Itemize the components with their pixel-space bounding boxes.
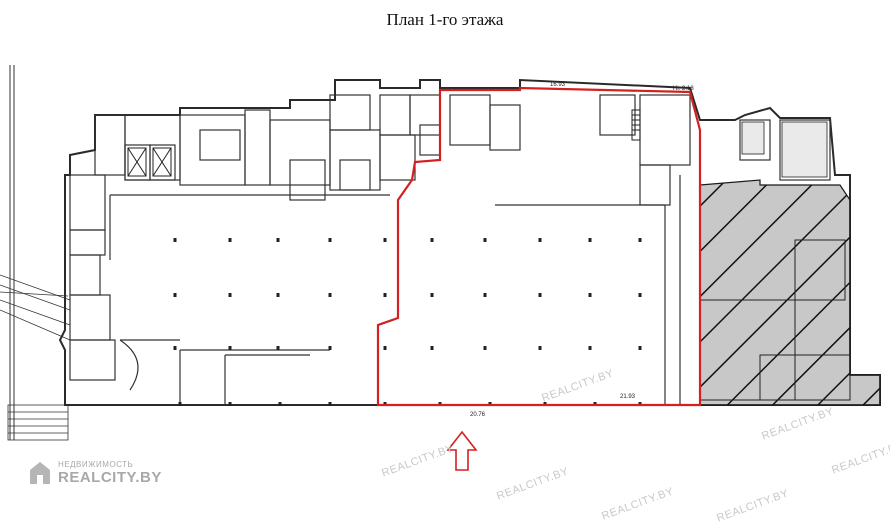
highlighted-rental-area [376,86,702,407]
column-mark [588,346,592,350]
column-mark [588,293,592,297]
column-mark [383,293,387,297]
column-mark [430,238,434,242]
column-mark [328,346,332,350]
column-grid [173,238,642,406]
column-mark [638,293,642,297]
column-mark [483,346,487,350]
column-mark [538,238,542,242]
column-mark [276,238,280,242]
column-mark [228,402,232,406]
column-mark [328,402,332,406]
column-mark [328,293,332,297]
column-mark [483,293,487,297]
column-mark [276,293,280,297]
realcity-logo: НЕДВИЖИМОСТЬ REALCITY.BY [28,460,162,486]
arrow-up-outline-icon [446,430,478,471]
column-mark [173,238,177,242]
hall-walls [109,175,681,405]
upper-rooms [69,94,831,381]
column-mark [538,293,542,297]
column-mark [383,238,387,242]
column-mark [228,346,232,350]
dimension-top: 16.93 [550,82,566,88]
dimension-right: 21.93 [620,394,636,400]
column-mark [483,238,487,242]
column-mark [278,402,282,406]
column-mark [638,346,642,350]
logo-subtitle: НЕДВИЖИМОСТЬ [58,460,134,469]
dimension-corner: Hi: 2.18 [673,86,694,92]
column-mark [178,402,182,406]
column-mark [228,293,232,297]
excluded-area-hatched [699,121,881,406]
column-mark [173,346,177,350]
plan-title: План 1-го этажа [386,10,504,29]
column-mark [383,346,387,350]
column-mark [173,293,177,297]
left-boundary-lines [0,65,71,440]
column-mark [638,238,642,242]
column-mark [328,238,332,242]
dimension-bottom: 20.76 [470,412,486,418]
column-mark [430,346,434,350]
logo-name: REALCITY.BY [58,469,162,486]
house-logo-icon [30,462,50,484]
column-mark [228,238,232,242]
column-mark [276,346,280,350]
column-mark [588,238,592,242]
column-mark [430,293,434,297]
entrance-steps [7,404,69,441]
column-mark [538,346,542,350]
